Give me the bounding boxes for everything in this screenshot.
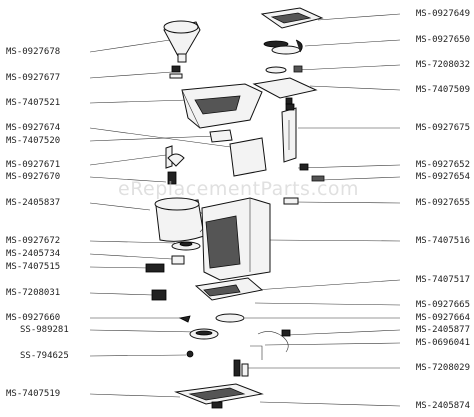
leader-lines-left	[89, 39, 239, 398]
drip-stop-part	[165, 145, 185, 185]
warming-reservoir-part	[209, 129, 267, 177]
part-label-left[interactable]: MS-2405734	[6, 249, 61, 259]
switch-small-part	[283, 163, 325, 205]
part-label-right[interactable]: MS-7407516	[415, 236, 470, 246]
part-label-right[interactable]: MS-7407517	[415, 275, 470, 285]
part-label-right[interactable]: MS-0927652	[415, 160, 470, 170]
part-label-left[interactable]: MS-0927674	[6, 123, 61, 133]
part-label-left[interactable]: MS-2405837	[6, 198, 61, 208]
part-label-left[interactable]: MS-7208031	[6, 288, 61, 298]
part-label-right[interactable]: MS-2405874	[415, 401, 470, 411]
tube-set-part	[263, 39, 303, 55]
lid-part	[260, 7, 324, 29]
part-label-right[interactable]: MS-7208029	[415, 363, 470, 373]
part-label-left[interactable]: MS-7407521	[6, 98, 61, 108]
gasket-part	[265, 65, 303, 74]
part-label-right[interactable]: MS-7208032	[415, 60, 470, 70]
part-label-left[interactable]: MS-0927670	[6, 172, 61, 182]
filter-holder-part	[181, 83, 263, 129]
water-tube-part	[281, 103, 297, 163]
part-label-right[interactable]: MS-0927665	[415, 300, 470, 310]
filter-cone-part	[163, 20, 201, 63]
housing-part	[201, 197, 271, 281]
part-label-right[interactable]: MS-0927654	[415, 172, 470, 182]
part-label-left[interactable]: MS-7407520	[6, 136, 61, 146]
part-label-left[interactable]: SS-794625	[20, 351, 69, 361]
bottom-plate-part	[174, 383, 264, 409]
part-label-left[interactable]: MS-0927671	[6, 160, 61, 170]
valve-part	[169, 65, 183, 79]
heater-ring-part	[151, 289, 245, 323]
part-label-left[interactable]: MS-7407515	[6, 262, 61, 272]
part-label-right[interactable]: MS-7407509	[415, 85, 470, 95]
part-label-left[interactable]: MS-0927678	[6, 47, 61, 57]
part-label-left[interactable]: MS-0927660	[6, 313, 61, 323]
label-plate-part	[145, 255, 185, 273]
part-label-right[interactable]: MS-0927675	[415, 123, 470, 133]
base-part	[194, 277, 264, 301]
carafe-lid-part	[171, 241, 201, 251]
part-label-right[interactable]: MS-0927664	[415, 313, 470, 323]
part-label-right[interactable]: MS-0927650	[415, 35, 470, 45]
part-label-right[interactable]: MS-0927649	[415, 9, 470, 19]
warming-plate-part	[178, 315, 219, 340]
small-screw-part	[186, 350, 249, 377]
part-label-left[interactable]: MS-0927672	[6, 236, 61, 246]
part-label-left[interactable]: SS-989281	[20, 325, 69, 335]
power-cord-part	[250, 329, 291, 360]
carafe-part	[154, 197, 207, 242]
part-label-left[interactable]: MS-0927677	[6, 73, 61, 83]
part-label-left[interactable]: MS-7407519	[6, 389, 61, 399]
watermark-text: eReplacementParts.com	[118, 178, 360, 200]
part-label-right[interactable]: MS-0927655	[415, 198, 470, 208]
top-cover-part	[252, 77, 318, 105]
part-label-right[interactable]: MS-0696041	[415, 338, 470, 348]
leader-lines-right	[245, 13, 401, 407]
part-label-right[interactable]: MS-2405877	[415, 325, 470, 335]
